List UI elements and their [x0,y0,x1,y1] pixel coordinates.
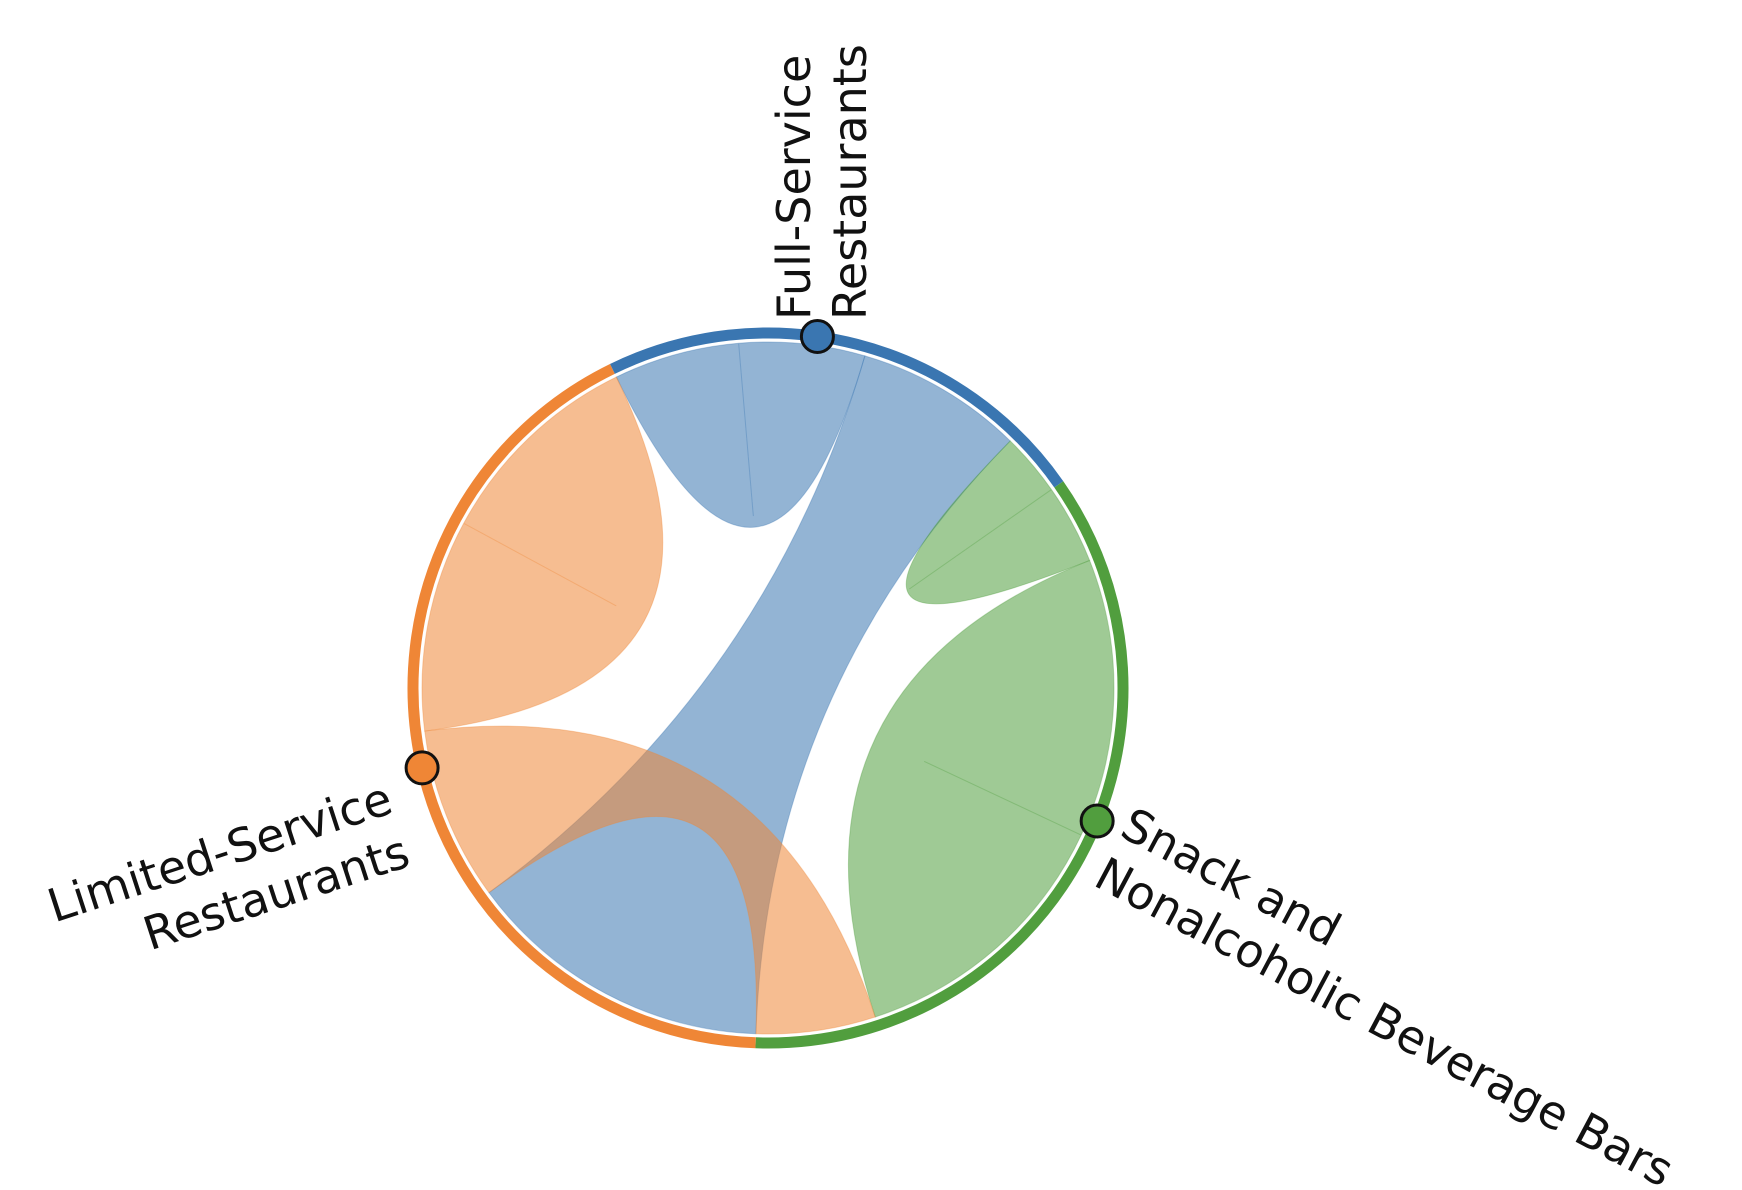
ribbon-snack-full [905,440,1091,605]
node-markers-layer [404,318,1115,839]
node-label-line: Full-Service [767,55,821,320]
node-label-full: Full-ServiceRestaurants [767,44,877,320]
ribbon-snack-snack [848,559,1115,1018]
node-marker-limited [404,750,440,786]
node-label-line: Nonalcoholic Beverage Bars [1087,846,1683,1190]
node-arc-snack [755,481,1129,1049]
ribbon-full-full [615,341,866,528]
node-marker-snack [1079,803,1115,839]
node-label-line: Restaurants [823,44,877,320]
node-arc-full [609,327,1064,488]
node-label-limited: Limited-ServiceRestaurants [41,771,416,986]
ribbon-limited-limited [421,376,664,732]
node-label-snack: Snack andNonalcoholic Beverage Bars [1087,797,1709,1190]
node-marker-full [799,318,835,354]
ribbon-limited-snack [424,725,876,1035]
ribbons-layer [421,341,1115,1035]
